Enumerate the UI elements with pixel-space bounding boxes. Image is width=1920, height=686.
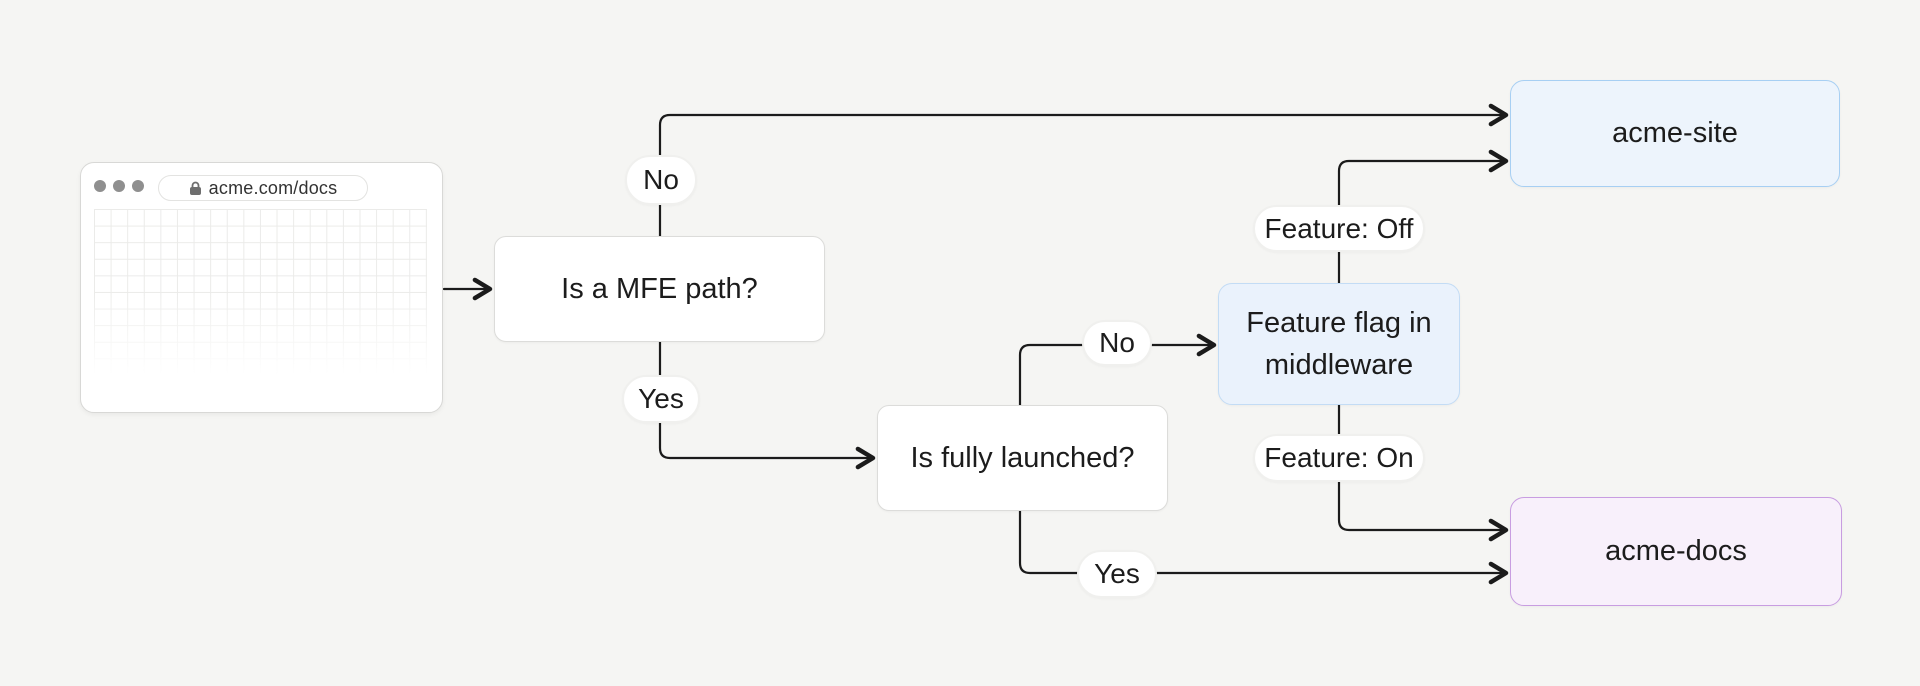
traffic-light-dot bbox=[132, 180, 144, 192]
browser-topbar bbox=[81, 163, 442, 209]
edge-launched-yes-to-docs bbox=[1018, 509, 1509, 585]
traffic-light-dots bbox=[94, 180, 144, 192]
browser-mockup: acme.com/docs bbox=[80, 162, 443, 413]
edge-label-no: No bbox=[625, 155, 697, 205]
edge-feature-on-to-docs bbox=[1337, 403, 1509, 542]
url-text: acme.com/docs bbox=[208, 177, 338, 198]
node-acme-site: acme-site bbox=[1510, 80, 1840, 187]
edge-label-yes: Yes bbox=[622, 375, 700, 423]
node-is-fully-launched: Is fully launched? bbox=[877, 405, 1168, 511]
traffic-light-dot bbox=[94, 180, 106, 192]
node-acme-docs: acme-docs bbox=[1510, 497, 1842, 606]
edge-label-yes: Yes bbox=[1077, 550, 1157, 598]
edge-label-no: No bbox=[1082, 320, 1152, 366]
node-label: acme-docs bbox=[1605, 535, 1747, 568]
node-is-mfe-path: Is a MFE path? bbox=[494, 236, 825, 342]
pill-text: No bbox=[1099, 327, 1135, 358]
edge-mfe-yes-to-launched bbox=[658, 340, 876, 470]
lock-icon bbox=[189, 181, 201, 195]
node-feature-flag: Feature flag in middleware bbox=[1218, 283, 1460, 405]
edge-feature-off-to-site bbox=[1337, 149, 1509, 285]
edge-mfe-no-to-site bbox=[658, 103, 1509, 238]
node-label: Is fully launched? bbox=[910, 441, 1135, 474]
pill-text: Feature: Off bbox=[1264, 212, 1414, 244]
node-label: Feature flag in middleware bbox=[1246, 306, 1432, 381]
pill-text: Feature: On bbox=[1264, 442, 1414, 473]
node-label: Is a MFE path? bbox=[561, 272, 758, 305]
pill-text: Yes bbox=[638, 383, 684, 414]
edge-label-feature-off: Feature: Off bbox=[1253, 205, 1425, 252]
pill-text: Yes bbox=[1094, 558, 1140, 589]
url-bar: acme.com/docs bbox=[158, 175, 368, 201]
pill-text: No bbox=[643, 164, 679, 195]
edge-label-feature-on: Feature: On bbox=[1253, 434, 1425, 482]
edge-launched-no-to-feature bbox=[1018, 333, 1217, 407]
browser-grid bbox=[94, 209, 427, 375]
traffic-light-dot bbox=[113, 180, 125, 192]
node-label: acme-site bbox=[1612, 117, 1738, 150]
